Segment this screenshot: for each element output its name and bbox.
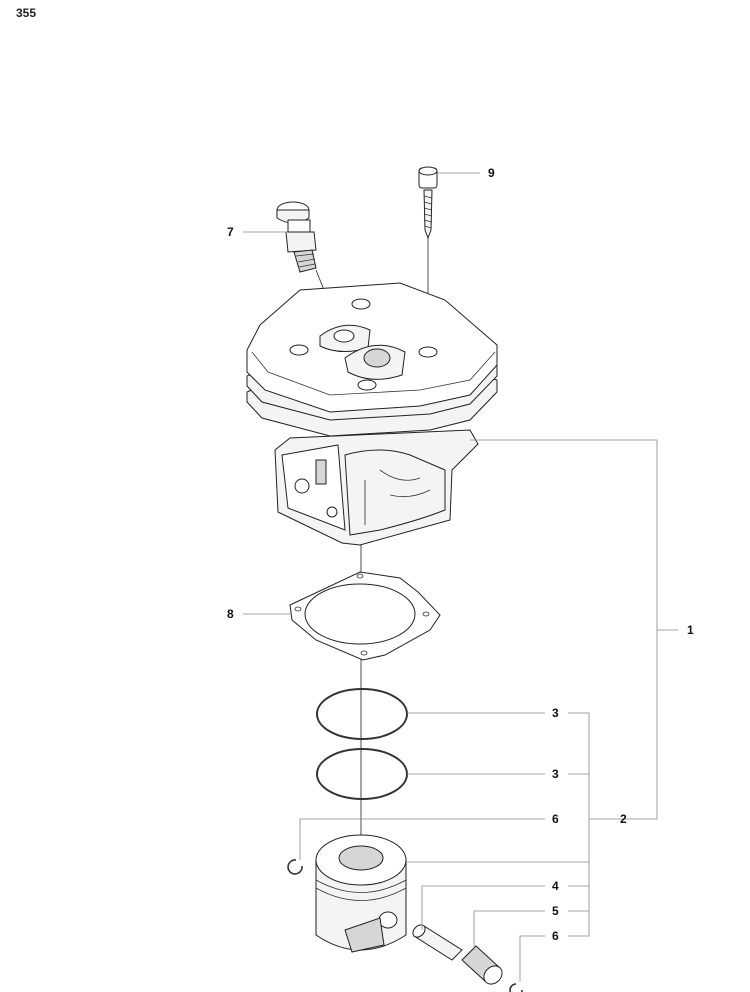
callout-3-lower: 3 [552,767,559,781]
callout-6-lower: 6 [552,929,559,943]
valve-part-7 [276,201,317,273]
callout-1: 1 [687,623,694,637]
callout-3-upper: 3 [552,706,559,720]
piston-ring-upper [316,688,408,740]
callout-6-upper: 6 [552,812,559,826]
gasket-part-8 [289,571,441,661]
leader-lines [243,172,678,982]
piston-ring-lower [316,748,408,800]
page-number: 355 [16,6,37,20]
callout-5: 5 [552,904,559,918]
piston-pin-part-4 [412,924,463,961]
piston-part-2 [315,834,407,953]
circlip-left [287,859,303,875]
screw-part-9 [418,166,438,240]
callout-9: 9 [488,166,495,180]
needle-bearing-part-5 [461,945,503,985]
callout-7: 7 [227,225,234,239]
callout-4: 4 [552,879,559,893]
callout-2: 2 [620,812,627,826]
circlip-right [509,983,523,992]
cylinder-part-1 [246,282,498,546]
callout-8: 8 [227,607,234,621]
